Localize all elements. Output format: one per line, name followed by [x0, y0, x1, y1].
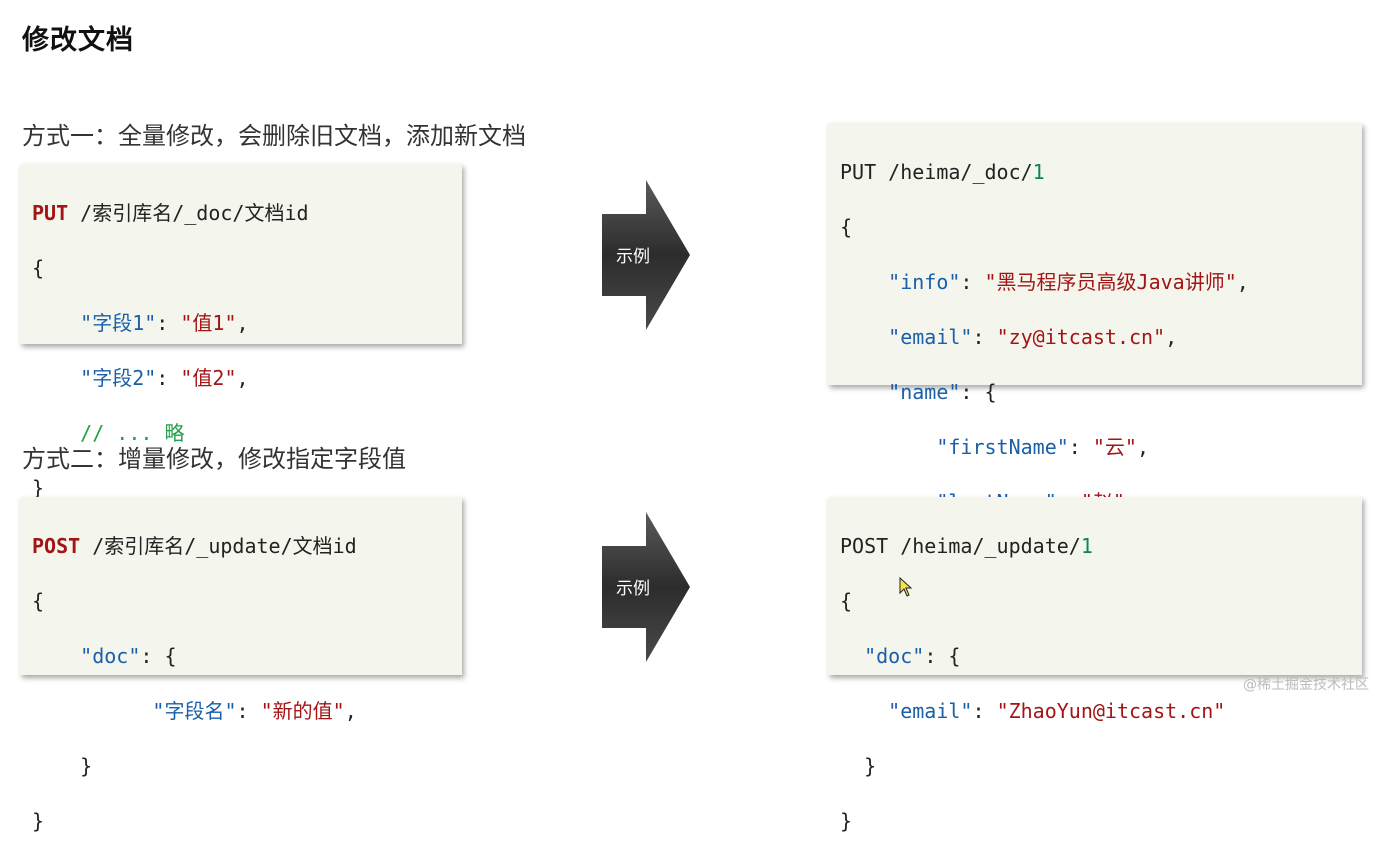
- method1-syntax-code: PUT /索引库名/_doc/文档id { "字段1": "值1", "字段2"…: [20, 164, 462, 500]
- json-value: "值1": [180, 310, 237, 335]
- brace-open: {: [32, 255, 45, 280]
- request-line: POST /heima/_update/: [840, 533, 1081, 558]
- http-method: POST: [32, 533, 81, 558]
- method2-syntax-code: POST /索引库名/_update/文档id { "doc": { "字段名"…: [20, 497, 462, 833]
- json-value: "黑马程序员高级Java讲师": [984, 269, 1237, 294]
- method1-label: 方式一：全量修改，会删除旧文档，添加新文档: [22, 122, 526, 150]
- json-key: "info": [888, 269, 961, 294]
- json-key: "字段名": [152, 698, 237, 723]
- doc-id: 1: [1032, 159, 1045, 184]
- json-value: "新的值": [260, 698, 345, 723]
- json-key: "doc": [80, 643, 141, 668]
- brace-open: {: [840, 588, 853, 613]
- doc-id: 1: [1080, 533, 1093, 558]
- json-key: "字段2": [80, 365, 157, 390]
- example-label: 示例: [616, 247, 650, 267]
- json-value: "zy@itcast.cn": [996, 324, 1166, 349]
- mouse-cursor-icon: [899, 577, 913, 597]
- brace-close: }: [840, 808, 853, 833]
- brace-close: }: [32, 475, 45, 500]
- example-arrow-1: 示例: [602, 180, 690, 330]
- json-value: "ZhaoYun@itcast.cn": [996, 698, 1226, 723]
- page-title: 修改文档: [22, 25, 134, 56]
- brace-close: }: [864, 753, 877, 778]
- request-path: /索引库名/_doc/文档id: [68, 200, 309, 225]
- brace-open: {: [840, 214, 853, 239]
- json-key: "email": [888, 324, 973, 349]
- example-label: 示例: [616, 579, 650, 599]
- method2-label: 方式二：增量修改，修改指定字段值: [22, 445, 406, 473]
- method1-example-code: PUT /heima/_doc/1 { "info": "黑马程序员高级Java…: [828, 123, 1362, 624]
- json-key: "字段1": [80, 310, 157, 335]
- json-key: "firstName": [936, 434, 1069, 459]
- json-key: "name": [888, 379, 961, 404]
- watermark: @稀土掘金技术社区: [1243, 677, 1369, 693]
- brace-close: }: [32, 808, 45, 833]
- json-key: "doc": [864, 643, 925, 668]
- json-key: "email": [888, 698, 973, 723]
- json-value: "云": [1092, 434, 1137, 459]
- http-method: PUT: [32, 200, 69, 225]
- request-path: /索引库名/_update/文档id: [80, 533, 357, 558]
- arrow-right-icon: [602, 180, 690, 330]
- request-line: PUT /heima/_doc/: [840, 159, 1033, 184]
- brace-close: }: [80, 753, 93, 778]
- brace-open: {: [32, 588, 45, 613]
- example-arrow-2: 示例: [602, 512, 690, 662]
- code-comment: // ... 略: [80, 420, 185, 445]
- json-value: "值2": [180, 365, 237, 390]
- arrow-right-icon: [602, 512, 690, 662]
